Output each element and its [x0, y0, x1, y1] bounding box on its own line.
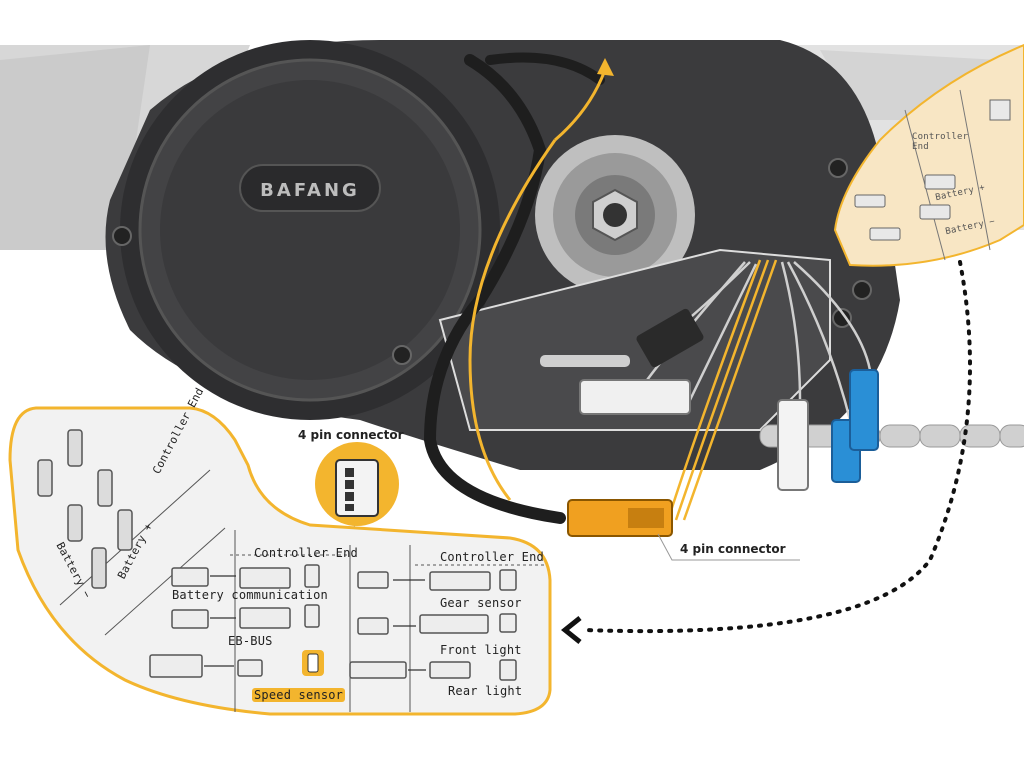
wiring-panel-corner — [833, 43, 1024, 267]
bolt-icon — [828, 158, 848, 178]
cables — [423, 52, 872, 524]
cable-connectors — [540, 308, 879, 537]
corner-controller-end-label: Controller End — [912, 132, 969, 152]
left-panel-controller-end: Controller End — [254, 546, 358, 560]
eb-bus-label: EB-BUS — [228, 634, 273, 648]
bolt-icon — [112, 226, 132, 246]
bolt-icon — [392, 345, 412, 365]
pin4-zoom-callout — [315, 442, 399, 526]
rear-light-label: Rear light — [448, 684, 523, 698]
wiring-panel-left — [8, 406, 552, 716]
gear-sensor-label: Gear sensor — [440, 596, 522, 610]
bolt-icon — [832, 308, 852, 328]
right-panel-controller-end: Controller End — [440, 550, 544, 564]
speed-sensor-label: Speed sensor — [252, 688, 346, 702]
speed-sensor-pin-icon — [302, 650, 324, 676]
bolt-icon — [852, 280, 872, 300]
pin4-callout-top: 4 pin connector — [298, 428, 404, 442]
front-light-label: Front light — [440, 643, 522, 657]
pin4-callout-cable: 4 pin connector — [680, 542, 786, 556]
battery-communication-label: Battery communication — [172, 588, 328, 602]
dotted-arrow-icon — [560, 260, 972, 644]
cable-route-arrow-icon — [554, 58, 614, 142]
brand-logo: BAFANG — [260, 180, 360, 201]
